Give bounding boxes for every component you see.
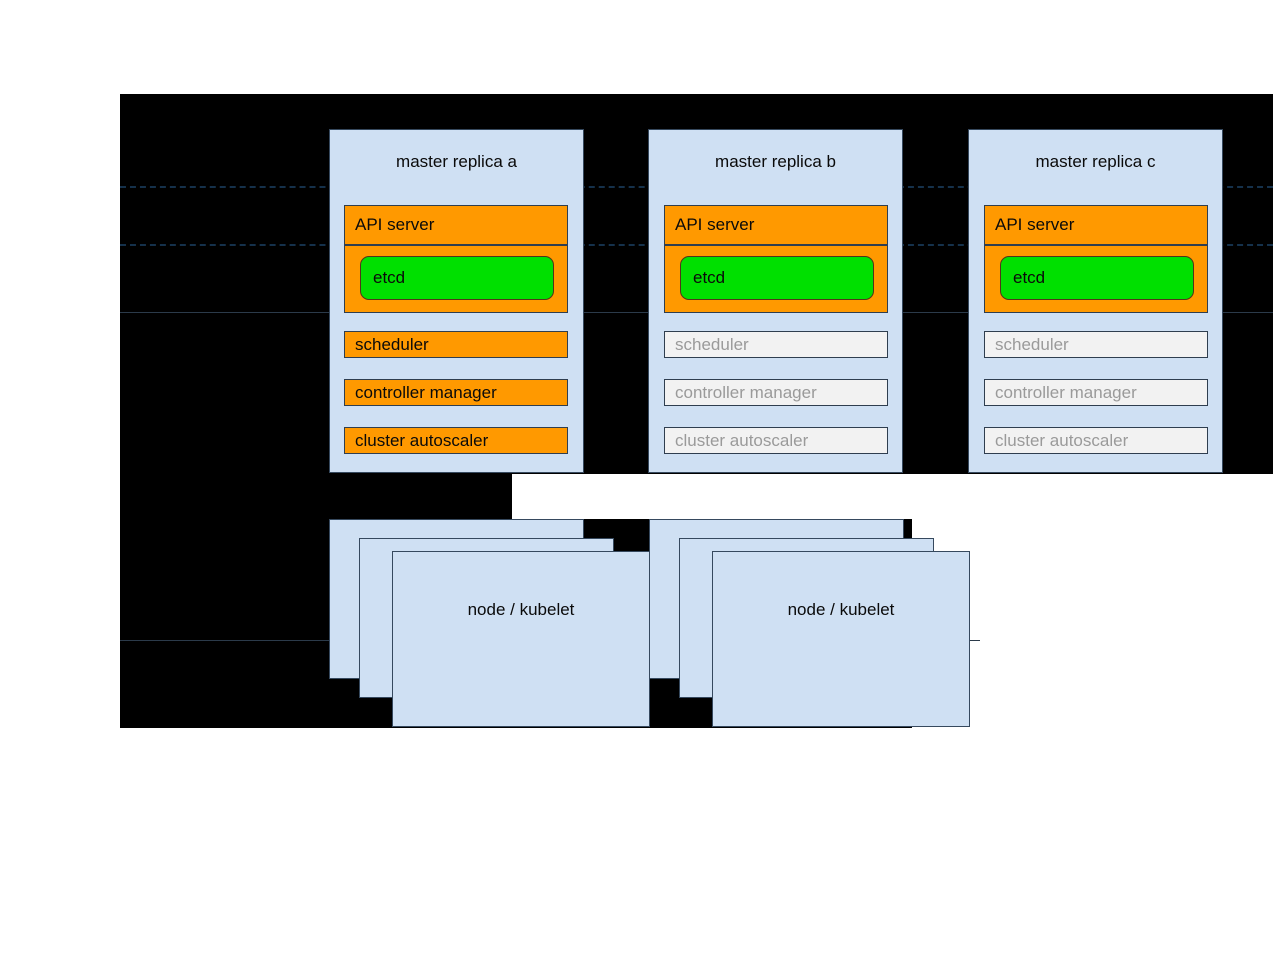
replica-c-api-server[interactable]: API server: [984, 205, 1208, 245]
master-replica-c-title: master replica c: [1035, 152, 1156, 171]
replica-b-etcd[interactable]: etcd: [680, 256, 874, 300]
replica-c-etcd[interactable]: etcd: [1000, 256, 1194, 300]
node-group-2-card-front[interactable]: node / kubelet: [712, 551, 970, 727]
node-group-1-label: node / kubelet: [467, 600, 575, 619]
node-group-2-label: node / kubelet: [787, 600, 895, 619]
master-replica-b-title: master replica b: [715, 152, 836, 171]
master-replica-a-title: master replica a: [396, 152, 517, 171]
replica-a-controller-manager[interactable]: controller manager: [344, 379, 568, 406]
replica-b-cluster-autoscaler[interactable]: cluster autoscaler: [664, 427, 888, 454]
node-group-1-card-front[interactable]: node / kubelet: [392, 551, 650, 727]
replica-b-controller-manager[interactable]: controller manager: [664, 379, 888, 406]
row-gap-notch-right: [912, 474, 1273, 519]
replica-a-etcd[interactable]: etcd: [360, 256, 554, 300]
row-gap-notch: [512, 474, 912, 519]
replica-c-controller-manager[interactable]: controller manager: [984, 379, 1208, 406]
replica-a-api-server[interactable]: API server: [344, 205, 568, 245]
replica-b-api-server[interactable]: API server: [664, 205, 888, 245]
replica-c-scheduler[interactable]: scheduler: [984, 331, 1208, 358]
replica-c-cluster-autoscaler[interactable]: cluster autoscaler: [984, 427, 1208, 454]
replica-a-cluster-autoscaler[interactable]: cluster autoscaler: [344, 427, 568, 454]
replica-b-scheduler[interactable]: scheduler: [664, 331, 888, 358]
replica-a-scheduler[interactable]: scheduler: [344, 331, 568, 358]
